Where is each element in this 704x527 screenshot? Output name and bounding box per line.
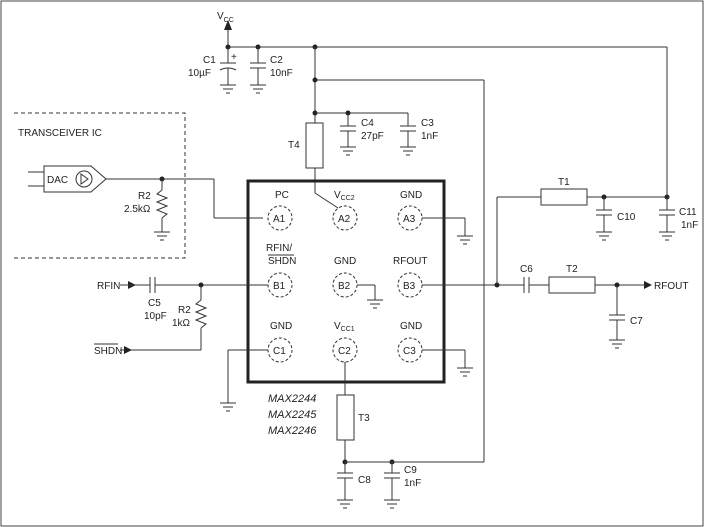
dac-block bbox=[43, 165, 107, 193]
c6-label: C6 bbox=[520, 264, 533, 275]
svg-text:A3: A3 bbox=[403, 214, 416, 225]
c1-value: 10µF bbox=[188, 68, 211, 79]
c1-label: C1 bbox=[203, 55, 216, 66]
c9-value: 1nF bbox=[404, 478, 421, 489]
r2-shdn-value: 1kΩ bbox=[172, 318, 191, 329]
c5-value: 10pF bbox=[144, 311, 167, 322]
part-number-max2244: MAX2244 bbox=[268, 393, 316, 405]
c9-label: C9 bbox=[404, 465, 417, 476]
dac-label: DAC bbox=[47, 175, 68, 186]
pin-b3: RFOUT B3 bbox=[393, 256, 427, 298]
capacitor-c5: C5 10pF bbox=[144, 277, 167, 322]
svg-text:B3: B3 bbox=[403, 281, 416, 292]
resistor-r2-shdn bbox=[194, 299, 208, 329]
pin-a3: GND A3 bbox=[397, 190, 423, 231]
rfout-arrow-icon bbox=[644, 281, 652, 289]
svg-text:C1: C1 bbox=[273, 346, 286, 357]
capacitor-c1: + C1 10µF bbox=[188, 47, 237, 94]
capacitor-c2: C2 10nF bbox=[250, 47, 293, 94]
pin-c1: GND C1 bbox=[267, 321, 293, 363]
r2-dac-value: 2.5kΩ bbox=[124, 204, 151, 215]
svg-text:C2: C2 bbox=[338, 346, 351, 357]
c2-label: C2 bbox=[270, 55, 283, 66]
svg-text:VCC2: VCC2 bbox=[334, 190, 355, 202]
svg-text:PC: PC bbox=[275, 190, 289, 201]
pin-c2: VCC1 C2 bbox=[332, 321, 358, 363]
capacitor-c3: C3 1nF bbox=[400, 113, 438, 156]
capacitor-c4: C4 27pF bbox=[340, 113, 384, 156]
transmission-line-t3: T3 bbox=[336, 394, 370, 441]
pin-b2: GND B2 bbox=[332, 256, 358, 298]
transmission-line-t2: T2 bbox=[548, 264, 596, 294]
t1-label: T1 bbox=[558, 177, 570, 188]
pin-c3: GND C3 bbox=[397, 321, 423, 363]
r2-shdn-label: R2 bbox=[178, 305, 191, 316]
c4-label: C4 bbox=[361, 118, 374, 129]
c11-label: C11 bbox=[679, 207, 697, 218]
svg-text:RFIN/: RFIN/ bbox=[266, 243, 292, 254]
amplifier-ic-package bbox=[246, 179, 446, 384]
capacitor-c7: C7 bbox=[609, 285, 643, 349]
svg-text:+: + bbox=[231, 52, 237, 63]
shdn-arrow-icon bbox=[124, 346, 132, 354]
pin-b1: RFIN/ SHDN B1 bbox=[266, 243, 296, 298]
c7-label: C7 bbox=[630, 316, 643, 327]
shdn-label: SHDN bbox=[94, 346, 122, 357]
resistor-r2-dac bbox=[155, 189, 169, 219]
capacitor-c9: C9 1nF bbox=[384, 462, 421, 509]
c3-label: C3 bbox=[421, 118, 434, 129]
svg-text:B1: B1 bbox=[273, 281, 286, 292]
r2-dac-label: R2 bbox=[138, 191, 151, 202]
svg-text:GND: GND bbox=[270, 321, 292, 332]
t3-label: T3 bbox=[358, 413, 370, 424]
capacitor-c6: C6 bbox=[520, 264, 533, 293]
svg-text:B2: B2 bbox=[338, 281, 351, 292]
t4-label: T4 bbox=[288, 140, 300, 151]
c10-label: C10 bbox=[617, 212, 636, 223]
pin-a2: VCC2 A2 bbox=[332, 190, 358, 231]
capacitor-c8: C8 bbox=[337, 462, 371, 509]
c5-label: C5 bbox=[148, 298, 161, 309]
svg-text:GND: GND bbox=[334, 256, 356, 267]
c4-value: 27pF bbox=[361, 131, 384, 142]
vcc-supply: VCC bbox=[217, 11, 234, 47]
c2-value: 10nF bbox=[270, 68, 293, 79]
pin-a1: PC A1 bbox=[267, 190, 293, 231]
c3-value: 1nF bbox=[421, 131, 438, 142]
svg-text:SHDN: SHDN bbox=[268, 256, 296, 267]
part-number-max2245: MAX2245 bbox=[268, 409, 317, 421]
c11-value: 1nF bbox=[681, 220, 698, 231]
svg-text:RFOUT: RFOUT bbox=[393, 256, 427, 267]
svg-text:A2: A2 bbox=[338, 214, 351, 225]
svg-text:GND: GND bbox=[400, 321, 422, 332]
transmission-line-t4: T4 bbox=[288, 122, 324, 169]
buffer-icon bbox=[75, 170, 93, 188]
transceiver-ic: TRANSCEIVER IC DAC R2 2.5kΩ bbox=[14, 112, 214, 259]
c8-label: C8 bbox=[358, 475, 371, 486]
vcc-arrow-icon bbox=[224, 20, 232, 30]
transceiver-label: TRANSCEIVER IC bbox=[18, 128, 102, 139]
capacitor-c10: C10 bbox=[596, 197, 636, 241]
rfout-label: RFOUT bbox=[654, 281, 688, 292]
svg-text:VCC1: VCC1 bbox=[334, 321, 355, 333]
svg-text:C3: C3 bbox=[403, 346, 416, 357]
vcc-label: VCC bbox=[217, 11, 234, 24]
t2-label: T2 bbox=[566, 264, 578, 275]
part-number-max2246: MAX2246 bbox=[268, 425, 317, 437]
svg-text:A1: A1 bbox=[273, 214, 286, 225]
rfin-input: RFIN bbox=[97, 281, 136, 292]
transmission-line-t1: T1 bbox=[540, 177, 588, 206]
shdn-input: SHDN bbox=[94, 343, 132, 357]
rfin-label: RFIN bbox=[97, 281, 120, 292]
svg-text:GND: GND bbox=[400, 190, 422, 201]
capacitor-c11: C11 1nF bbox=[659, 207, 698, 241]
